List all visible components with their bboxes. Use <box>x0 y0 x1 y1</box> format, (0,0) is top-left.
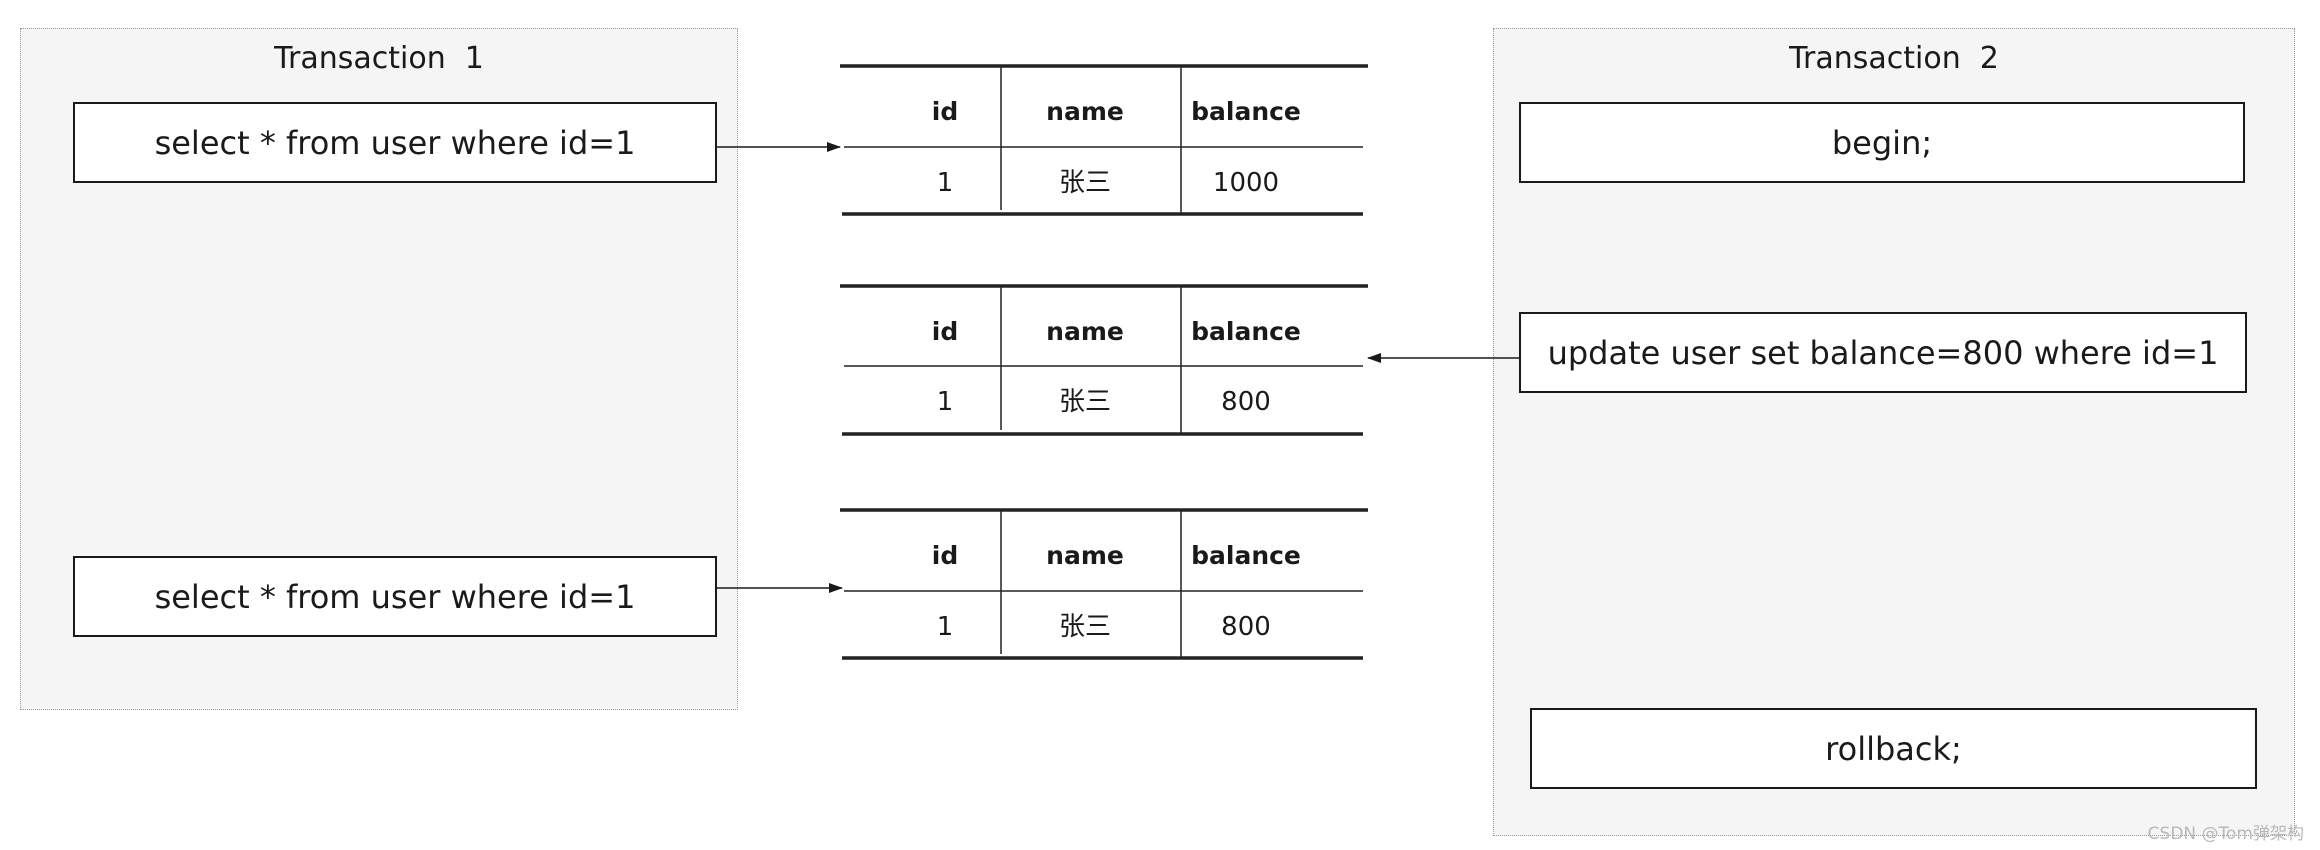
table-1: id name balance 1 张三 1000 <box>840 64 1368 216</box>
table-2-cell-id: 1 <box>937 387 954 417</box>
table-1-header-id: id <box>932 97 958 126</box>
table-2-cell-name: 张三 <box>1059 387 1111 417</box>
transaction-2-rollback: rollback; <box>1530 708 2257 789</box>
table-3-cell-id: 1 <box>937 612 954 642</box>
transaction-1-title: Transaction 1 <box>274 41 484 76</box>
table-2-header-name: name <box>1046 317 1124 346</box>
table-3: id name balance 1 张三 800 <box>840 508 1368 660</box>
transaction-2-begin: begin; <box>1519 102 2245 183</box>
table-3-header-id: id <box>932 541 958 570</box>
table-1-header-balance: balance <box>1191 97 1301 126</box>
table-1-cell-id: 1 <box>937 168 954 198</box>
table-3-cell-name: 张三 <box>1059 612 1111 642</box>
table-1-cell-name: 张三 <box>1059 168 1111 198</box>
table-2: id name balance 1 张三 800 <box>840 284 1368 436</box>
transaction-2-update: update user set balance=800 where id=1 <box>1519 312 2247 393</box>
transaction-1-select-1: select * from user where id=1 <box>73 102 717 183</box>
table-3-header-name: name <box>1046 541 1124 570</box>
watermark: CSDN @Tom弹架构 <box>2147 824 2304 844</box>
transaction-2-title: Transaction 2 <box>1789 41 1999 76</box>
table-1-cell-balance: 1000 <box>1213 168 1279 198</box>
table-2-cell-balance: 800 <box>1221 387 1271 417</box>
transaction-1-select-2: select * from user where id=1 <box>73 556 717 637</box>
table-2-header-id: id <box>932 317 958 346</box>
table-2-header-balance: balance <box>1191 317 1301 346</box>
table-3-cell-balance: 800 <box>1221 612 1271 642</box>
table-3-header-balance: balance <box>1191 541 1301 570</box>
table-1-header-name: name <box>1046 97 1124 126</box>
